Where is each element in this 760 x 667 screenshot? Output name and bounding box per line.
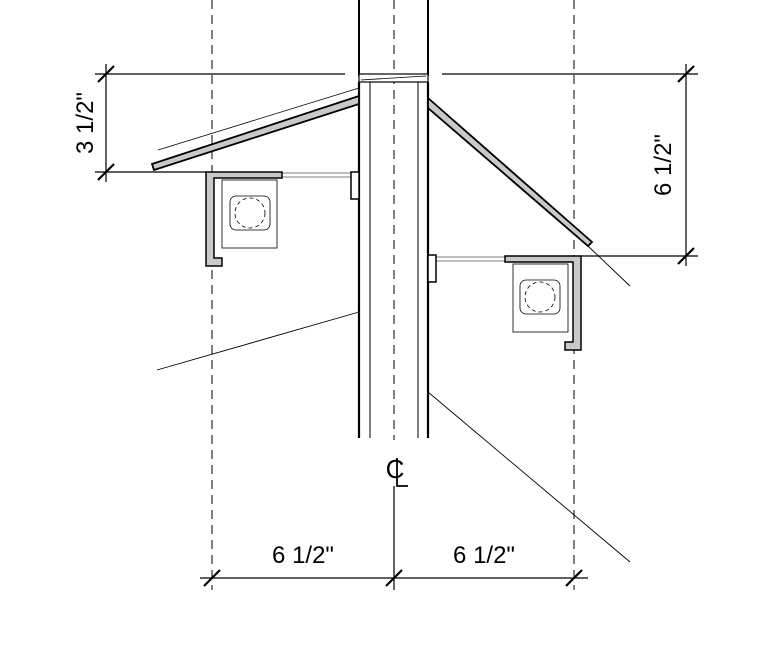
right-cover-slab [427, 96, 594, 248]
right-bracket [436, 255, 582, 351]
right-cover-leader [587, 245, 631, 287]
guide-lines [211, 0, 575, 590]
left-vertical-dim-label: 3 1/2" [72, 92, 99, 154]
right-trolley-box [512, 263, 569, 333]
left-bracket-body [205, 171, 283, 267]
right-leader-line [427, 391, 631, 563]
bottom-right-dim-label: 6 1/2" [453, 542, 515, 569]
left-bracket [205, 171, 351, 267]
right-post-clip [427, 254, 437, 283]
right-dim-tick-top [677, 65, 695, 83]
left-cover-slab [150, 94, 360, 172]
right-dim-tick-bottom [677, 247, 695, 265]
right-vertical-dimension [442, 64, 698, 266]
left-trolley-inner [229, 195, 271, 231]
center-post [350, 0, 437, 438]
left-dim-tick-bottom [97, 163, 115, 181]
left-post-clip [350, 171, 360, 200]
left-vertical-dimension [95, 64, 345, 182]
left-cover-hidden-edge [157, 87, 360, 151]
right-bracket-body [504, 255, 582, 351]
right-cover-panel [427, 96, 594, 248]
bottom-horizontal-dimension [200, 486, 588, 590]
left-trolley-wheel [234, 197, 266, 229]
leader-lines [156, 245, 631, 563]
bottom-dim-tick-center [385, 569, 403, 587]
post-cap-hatch [360, 75, 427, 81]
left-dim-tick-top [97, 65, 115, 83]
centerline-symbol: C [386, 454, 408, 487]
right-trolley-inner [519, 279, 561, 315]
left-trolley-box [221, 179, 278, 249]
bottom-dim-tick-left [203, 569, 221, 587]
centerline-letter: C [386, 454, 405, 484]
right-trolley-wheel [524, 281, 556, 313]
centerline-l-mark [396, 458, 408, 487]
right-vertical-dim-label: 6 1/2" [650, 134, 677, 196]
bottom-dim-tick-right [565, 569, 583, 587]
bottom-left-dim-label: 6 1/2" [272, 542, 334, 569]
left-leader-line [156, 311, 360, 371]
left-cover-panel [150, 87, 360, 172]
